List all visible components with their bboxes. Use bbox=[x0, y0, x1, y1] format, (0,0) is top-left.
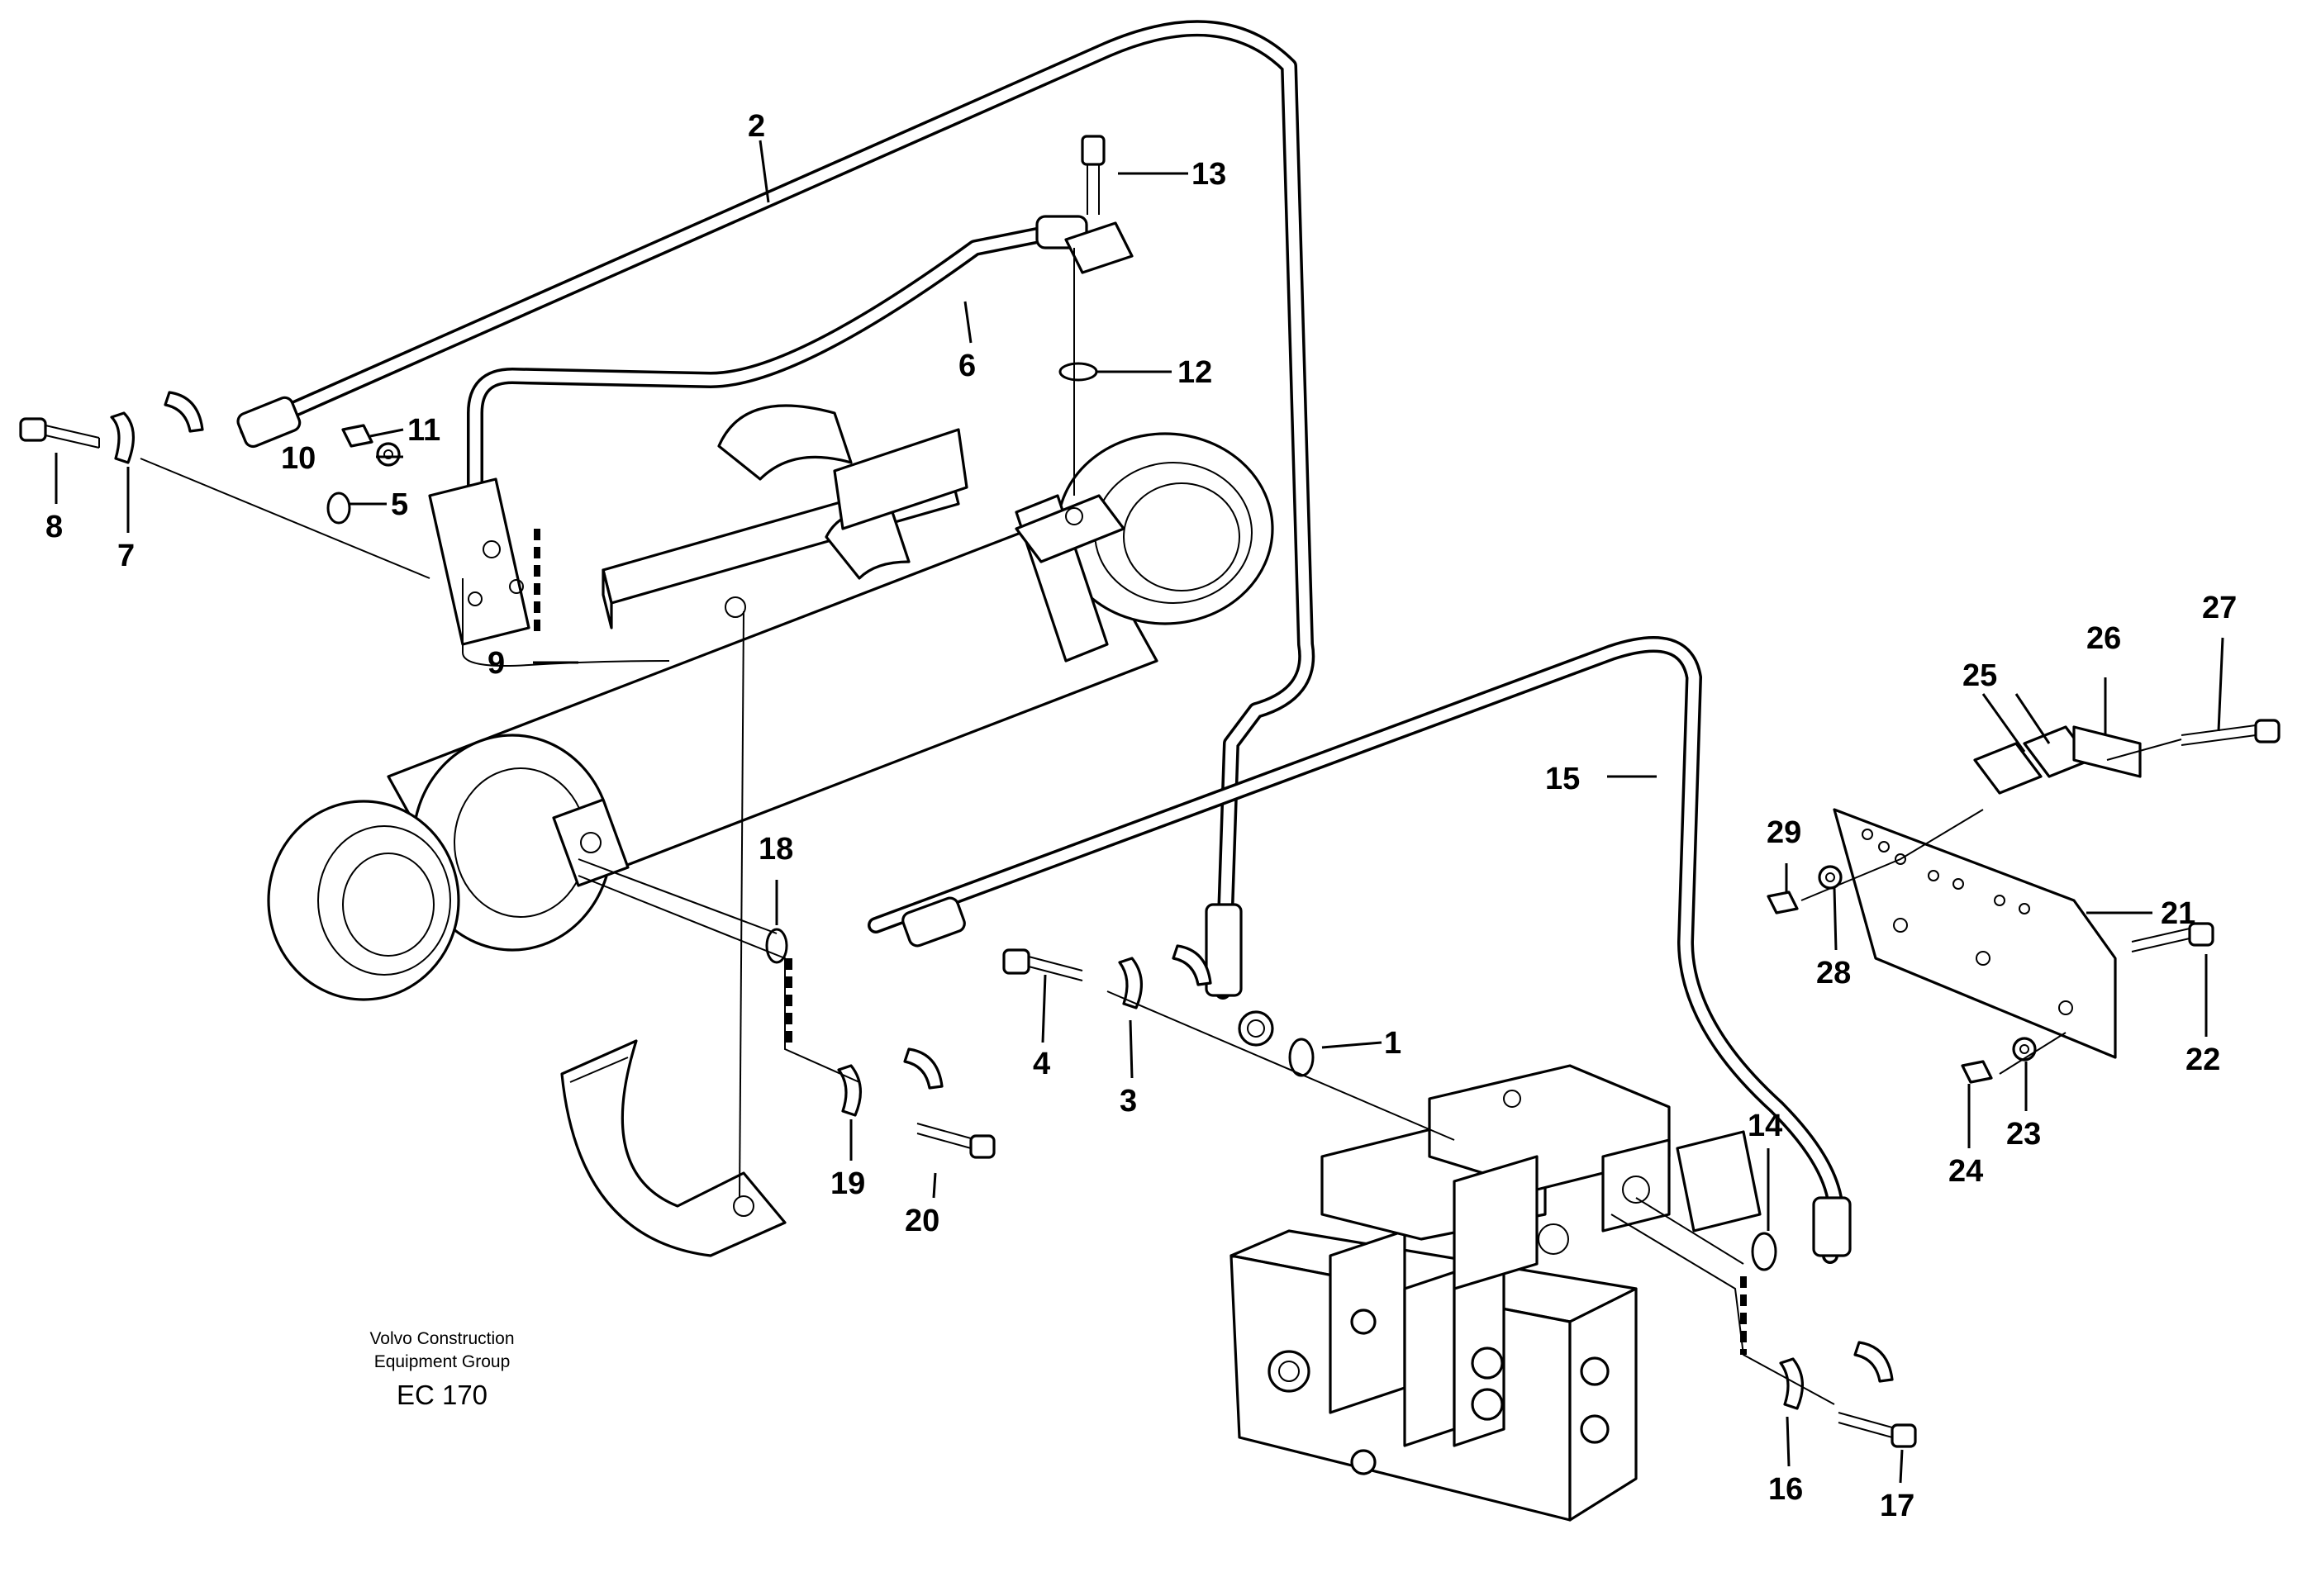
callout-labels: 1 2 3 4 5 6 7 8 9 10 11 12 13 14 15 16 1… bbox=[45, 109, 2237, 1523]
callout-15: 15 bbox=[1545, 762, 1580, 796]
callout-13: 13 bbox=[1191, 157, 1226, 192]
hose-2-fitting bbox=[236, 396, 1274, 1047]
callout-9: 9 bbox=[488, 646, 505, 681]
callout-27: 27 bbox=[2202, 591, 2237, 625]
callout-1: 1 bbox=[1384, 1026, 1401, 1061]
publisher-caption: Volvo Construction Equipment Group EC 17… bbox=[369, 1329, 514, 1410]
callout-16: 16 bbox=[1768, 1472, 1803, 1507]
callout-2: 2 bbox=[748, 109, 765, 144]
cover-plate-26 bbox=[2072, 725, 2142, 778]
callout-20: 20 bbox=[905, 1204, 939, 1238]
callout-29: 29 bbox=[1767, 815, 1801, 850]
assembly-lines bbox=[140, 248, 2182, 1405]
caption-line-2: Equipment Group bbox=[374, 1352, 511, 1371]
callout-23: 23 bbox=[2006, 1117, 2041, 1152]
callout-14: 14 bbox=[1748, 1109, 1782, 1143]
callout-12: 12 bbox=[1177, 355, 1212, 390]
caption-model-code: EC 170 bbox=[397, 1380, 488, 1410]
callout-3: 3 bbox=[1120, 1084, 1137, 1119]
callout-18: 18 bbox=[759, 832, 793, 867]
callout-11: 11 bbox=[407, 413, 440, 448]
callout-5: 5 bbox=[391, 487, 408, 522]
callout-4: 4 bbox=[1033, 1047, 1050, 1081]
mounting-plate bbox=[1833, 808, 2117, 1059]
callout-26: 26 bbox=[2086, 621, 2121, 656]
leader-lines bbox=[55, 140, 2224, 1484]
callout-21: 21 bbox=[2161, 896, 2195, 931]
hose-2 bbox=[240, 20, 1315, 1000]
callout-19: 19 bbox=[830, 1166, 865, 1201]
hydraulic-cylinder bbox=[267, 432, 1274, 1001]
mount-flange-left bbox=[428, 477, 530, 646]
control-valve-block bbox=[1229, 1064, 1762, 1522]
mount-bracket-upper bbox=[602, 404, 968, 629]
mount-clamp-lower bbox=[560, 1039, 787, 1257]
callout-25: 25 bbox=[1962, 658, 1997, 693]
callout-6: 6 bbox=[958, 349, 976, 383]
callout-7: 7 bbox=[117, 539, 135, 573]
dashed-links bbox=[534, 529, 1747, 1355]
callout-22: 22 bbox=[2185, 1043, 2220, 1077]
callout-8: 8 bbox=[45, 510, 63, 544]
callout-28: 28 bbox=[1816, 956, 1851, 990]
caption-line-1: Volvo Construction bbox=[369, 1329, 514, 1348]
callout-17: 17 bbox=[1880, 1489, 1914, 1523]
small-parts bbox=[19, 135, 2281, 1448]
hose-15 bbox=[868, 636, 1852, 1264]
callout-24: 24 bbox=[1948, 1154, 1983, 1189]
callout-10: 10 bbox=[281, 441, 316, 476]
